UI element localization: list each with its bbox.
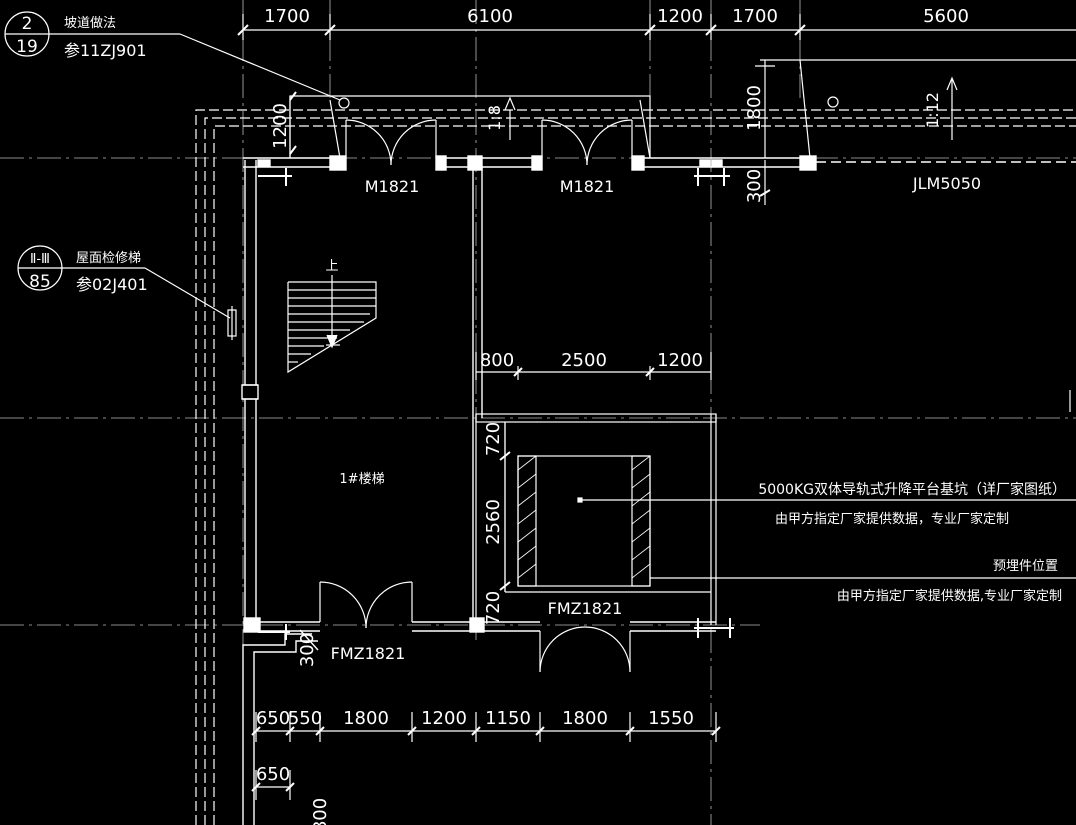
- callout-ramp-title: 坡道做法: [64, 16, 116, 31]
- pit-top-dim-1: 800: [480, 350, 514, 371]
- callout-ladder-number: Ⅱ-Ⅲ: [30, 252, 50, 267]
- bottom-dim-3: 1800: [343, 708, 389, 729]
- ramp-left: [289, 91, 651, 159]
- bottom-dimension-labels: 650 550 1800 1200 1150 1800 1550 650 800: [256, 708, 694, 825]
- top-dim-5: 5600: [923, 6, 969, 27]
- door-fmz-left: [319, 581, 413, 629]
- stair-up-label: 上: [325, 259, 338, 274]
- callout-ramp-ref: 参11ZJ901: [64, 41, 147, 60]
- bottom-dim-2: 550: [288, 708, 322, 729]
- door-label-m1821-right: M1821: [560, 177, 615, 196]
- left-bottom-dim-h: 650: [256, 764, 290, 785]
- pit-dimension-labels: 800 2500 1200 720 2560 720: [480, 350, 703, 625]
- outer-outline: [195, 109, 1076, 825]
- door-label-jlm5050: JLM5050: [912, 174, 981, 193]
- callout-circle-ladder: [17, 245, 63, 291]
- top-dim-3: 1200: [657, 6, 703, 27]
- door-label-fmz-left: FMZ1821: [331, 644, 406, 663]
- embed-note-title: 预埋件位置: [993, 559, 1058, 574]
- callout-ladder: Ⅱ-Ⅲ 85 屋面检修梯 参02J401: [29, 251, 147, 294]
- callout-ladder-title: 屋面检修梯: [76, 251, 141, 266]
- callout-ramp-sheet: 19: [16, 37, 38, 57]
- embed-note-sub: 由甲方指定厂家提供数据,专业厂家定制: [837, 588, 1062, 604]
- stair-name: 1#楼梯: [339, 472, 384, 487]
- top-dim-2: 6100: [467, 6, 513, 27]
- callout-ladder-sheet: 85: [29, 272, 51, 292]
- leaders: [48, 33, 1076, 579]
- top-dimension-labels: 1700 6100 1200 1700 5600: [264, 6, 969, 27]
- door-m1821-left: [345, 119, 437, 166]
- callout-ramp: 2 19 坡道做法 参11ZJ901: [16, 14, 146, 60]
- pit-dimensions: [475, 352, 712, 592]
- top-dimension-chain: [237, 14, 1076, 40]
- pit-side-dim-3: 720: [483, 591, 504, 625]
- roof-ladder-mark: [227, 306, 237, 340]
- main-walls: [241, 155, 1076, 825]
- ramp-depth-left: 1200: [270, 103, 291, 149]
- bottom-dim-1: 650: [256, 708, 290, 729]
- ramp-offset-right: 300: [744, 169, 765, 203]
- door-m1821-right: [541, 119, 633, 166]
- top-dim-1: 1700: [264, 6, 310, 27]
- slope-right: 1:12: [923, 92, 942, 128]
- stair-symbol: [287, 275, 377, 374]
- lift-pit: [475, 413, 717, 625]
- ramp-depth-right: 1800: [744, 85, 765, 131]
- callout-ladder-ref: 参02J401: [76, 275, 148, 294]
- callout-circle-ramp: [4, 11, 50, 57]
- bottom-dim-6: 1800: [562, 708, 608, 729]
- pit-notes: 5000KG双体导轨式升降平台基坑（详厂家图纸） 由甲方指定厂家提供数据，专业厂…: [758, 481, 1066, 604]
- door-label-fmz-right: FMZ1821: [548, 599, 623, 618]
- top-dim-4: 1700: [732, 6, 778, 27]
- pit-top-dim-2: 2500: [561, 350, 607, 371]
- pit-note-title: 5000KG双体导轨式升降平台基坑（详厂家图纸）: [758, 481, 1066, 498]
- slope-left: 1:8: [485, 105, 504, 131]
- left-bottom-dim-v: 800: [310, 798, 331, 825]
- bottom-dim-5: 1150: [485, 708, 531, 729]
- pit-side-dim-1: 720: [483, 422, 504, 456]
- bottom-dimension-chain: [251, 712, 721, 800]
- bottom-dim-7: 1550: [648, 708, 694, 729]
- door-label-m1821-left: M1821: [365, 177, 420, 196]
- callout-ramp-number: 2: [22, 14, 33, 34]
- pit-note-sub: 由甲方指定厂家提供数据，专业厂家定制: [775, 511, 1009, 527]
- pit-top-dim-3: 1200: [657, 350, 703, 371]
- fmz-left-offset: 300: [297, 633, 318, 667]
- pit-side-dim-2: 2560: [483, 499, 504, 545]
- bottom-dim-4: 1200: [421, 708, 467, 729]
- door-fmz-right: [539, 626, 631, 673]
